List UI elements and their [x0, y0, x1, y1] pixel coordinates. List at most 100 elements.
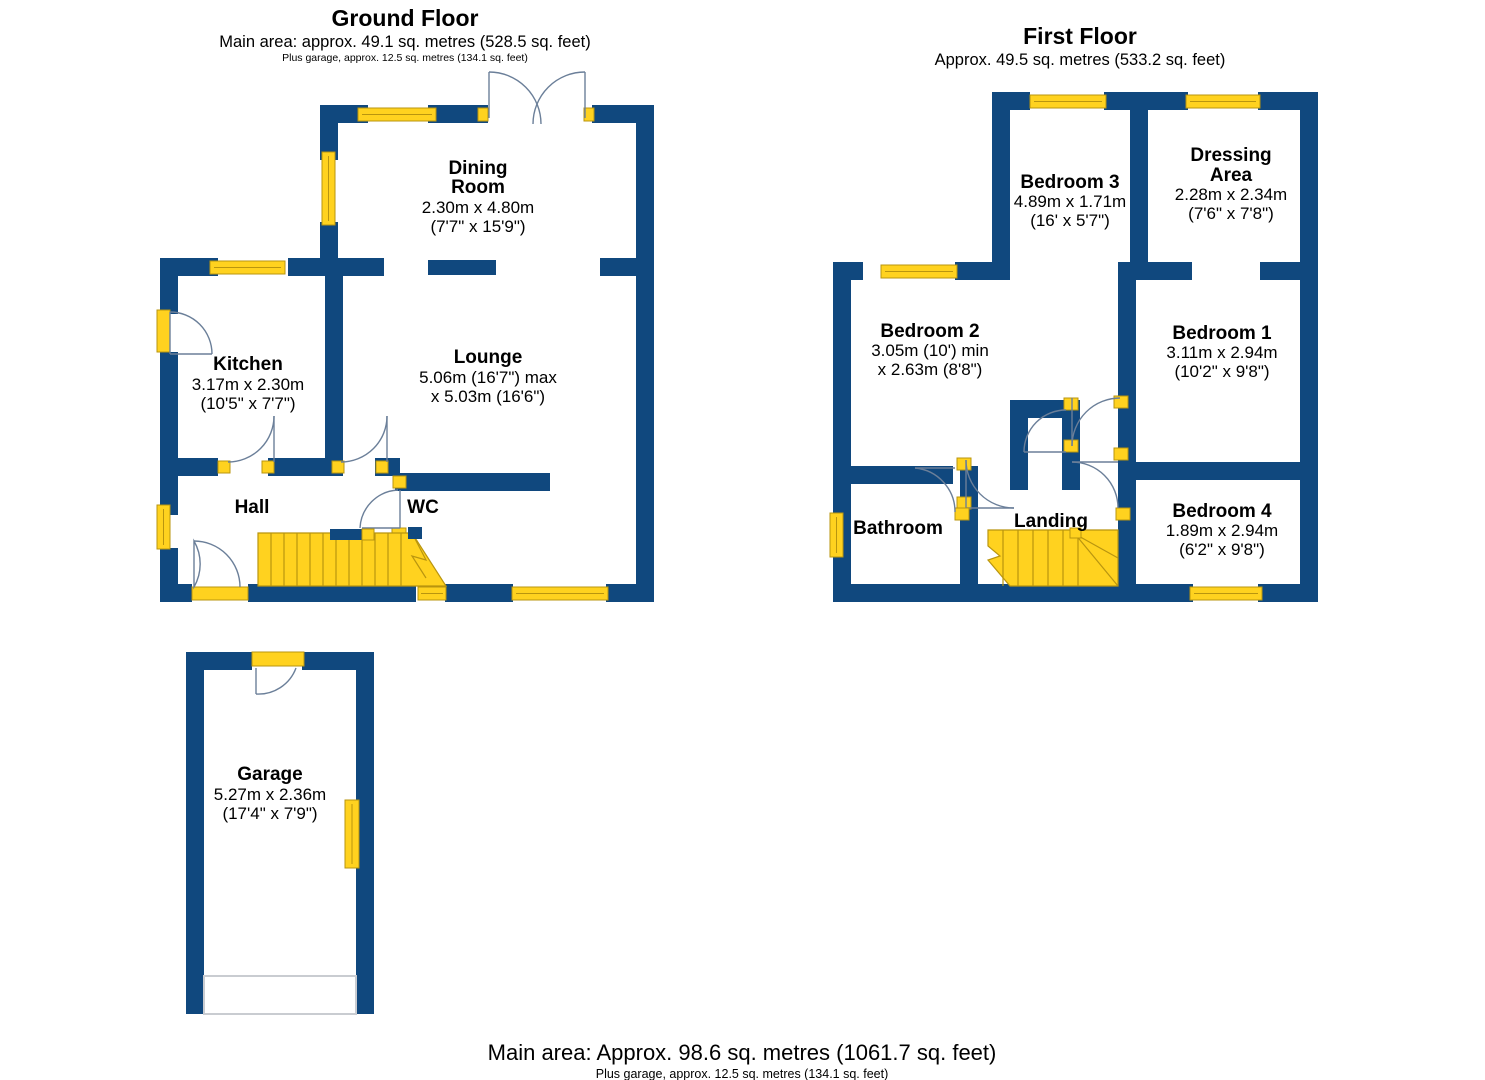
wall-dining-left-a	[320, 105, 338, 160]
garage-plan: Garage 5.27m x 2.36m (17'4" x 7'9")	[186, 651, 374, 1015]
ground-floor-subtitle: Main area: approx. 49.1 sq. metres (528.…	[219, 33, 590, 51]
wall-dress-top-left	[1166, 92, 1188, 110]
room-name-dining-line1: Dining	[448, 158, 507, 179]
room-dim-dining-imperial: (7'7" x 15'9")	[430, 217, 525, 236]
wall-dining-top-left2	[428, 105, 488, 123]
wall-bottom-d	[606, 584, 654, 602]
wall-ff-bottom-right	[1258, 584, 1318, 602]
door-jamb-dining-left	[477, 107, 489, 122]
room-dim-garage-metric: 5.27m x 2.36m	[214, 785, 326, 804]
door-bedroom3[interactable]	[1023, 397, 1079, 453]
label-garage: Garage 5.27m x 2.36m (17'4" x 7'9")	[214, 764, 326, 823]
wall-bottom-b	[248, 584, 416, 602]
room-dim-bedroom2-metric: 3.05m (10') min	[871, 341, 989, 360]
wall-kitchen-lounge-divider	[325, 258, 343, 476]
room-name-kitchen: Kitchen	[213, 354, 283, 375]
room-dim-dressing-metric: 2.28m x 2.34m	[1175, 185, 1287, 204]
label-bedroom2: Bedroom 2 3.05m (10') min x 2.63m (8'8")	[871, 321, 989, 379]
ground-floor-title: Ground Floor	[332, 5, 479, 31]
wall-bathroom-right-b	[960, 502, 978, 588]
wall-bed3-left	[992, 92, 1010, 264]
door-jamb-dining-right	[583, 107, 595, 122]
wall-lounge-partition-stub	[428, 260, 496, 275]
door-kitchen-hall[interactable]	[217, 415, 275, 474]
wall-bathroom-top	[833, 466, 953, 484]
label-bedroom4: Bedroom 4 1.89m x 2.94m (6'2" x 9'8")	[1166, 501, 1278, 559]
room-dim-dressing-imperial: (7'6" x 7'8")	[1188, 204, 1274, 223]
wall-ff-bottom-left	[833, 584, 1193, 602]
wall-landing-closet-top	[1010, 400, 1072, 418]
wall-garage-right-b	[356, 782, 374, 1014]
wall-bed2-right-lower	[1010, 400, 1028, 490]
window-hall-left	[156, 504, 171, 550]
room-dim-bedroom1-imperial: (10'2" x 9'8")	[1174, 362, 1269, 381]
wall-bed1-left	[1118, 262, 1136, 462]
window-bed4-bottom	[1189, 586, 1263, 601]
label-kitchen: Kitchen 3.17m x 2.30m (10'5" x 7'7")	[192, 354, 304, 413]
room-name-dressing-line1: Dressing	[1190, 145, 1271, 166]
wall-garage-bottom-right	[352, 996, 374, 1014]
wall-dress-bottom-left	[1130, 262, 1192, 280]
room-dim-bedroom2-imperial: x 2.63m (8'8")	[878, 360, 983, 379]
door-dining-patio[interactable]	[488, 71, 586, 125]
label-bedroom1: Bedroom 1 3.11m x 2.94m (10'2" x 9'8")	[1166, 323, 1277, 381]
label-bedroom3: Bedroom 3 4.89m x 1.71m (16' x 5'7")	[1014, 172, 1126, 230]
wall-garage-right-a	[356, 652, 374, 797]
room-dim-kitchen-metric: 3.17m x 2.30m	[192, 375, 304, 394]
wall-ff-right	[1300, 262, 1318, 602]
window-bathroom-left	[829, 512, 844, 558]
room-name-lounge: Lounge	[454, 347, 523, 368]
room-dim-dining-metric: 2.30m x 4.80m	[422, 198, 534, 217]
room-dim-bedroom1-metric: 3.11m x 2.94m	[1166, 343, 1277, 362]
wall-bed4-left	[1118, 478, 1136, 588]
wall-left-b	[160, 352, 178, 475]
garage-door[interactable]	[203, 975, 357, 1015]
door-bedroom1[interactable]	[1071, 395, 1129, 461]
room-dim-bedroom4-metric: 1.89m x 2.94m	[1166, 521, 1278, 540]
stair-landing-wall	[330, 529, 362, 540]
first-floor-subtitle: Approx. 49.5 sq. metres (533.2 sq. feet)	[935, 51, 1226, 69]
window-dining-top	[357, 107, 437, 122]
wall-right-upper	[636, 105, 654, 272]
door-bedroom2[interactable]	[956, 457, 1015, 510]
door-hall-lounge[interactable]	[331, 415, 389, 474]
room-name-hall: Hall	[235, 497, 270, 518]
door-kitchen-external[interactable]	[156, 309, 213, 355]
room-dim-garage-imperial: (17'4" x 7'9")	[222, 804, 317, 823]
door-front-entrance[interactable]	[191, 538, 249, 601]
wall-landing-closet-right2	[1062, 448, 1080, 490]
door-garage-side[interactable]	[251, 651, 305, 695]
wall-garage-left	[186, 652, 204, 1014]
window-bed2-top	[880, 264, 958, 279]
label-dining-room: Dining Room 2.30m x 4.80m (7'7" x 15'9")	[422, 158, 534, 236]
window-kitchen-top	[209, 260, 286, 275]
ground-floor-plan: Dining Room 2.30m x 4.80m (7'7" x 15'9")…	[156, 71, 654, 602]
door-bathroom[interactable]	[914, 467, 970, 521]
room-dim-bedroom3-imperial: (16' x 5'7")	[1030, 211, 1110, 230]
wall-right-lower	[636, 258, 654, 602]
window-hall-bottom	[417, 586, 447, 601]
label-lounge: Lounge 5.06m (16'7") max x 5.03m (16'6")	[419, 347, 557, 406]
first-floor-plan: Bedroom 3 4.89m x 1.71m (16' x 5'7") Dre…	[829, 92, 1318, 602]
footer-garage-note: Plus garage, approx. 12.5 sq. metres (13…	[596, 1067, 889, 1080]
window-dining-left	[321, 151, 336, 226]
wall-bottom-a	[160, 584, 192, 602]
wall-landing-closet-right	[1062, 400, 1080, 450]
room-name-landing: Landing	[1014, 511, 1088, 532]
room-name-bedroom2: Bedroom 2	[880, 321, 979, 342]
wall-dress-right	[1300, 92, 1318, 276]
wall-kitchen-bottom-b	[268, 458, 332, 476]
wall-bed3-right	[1130, 92, 1148, 264]
staircase-ground	[257, 527, 448, 587]
room-name-bedroom3: Bedroom 3	[1020, 172, 1119, 193]
wall-lounge-div-left	[338, 258, 384, 276]
room-name-bedroom1: Bedroom 1	[1172, 323, 1272, 344]
room-name-bedroom4: Bedroom 4	[1172, 501, 1272, 522]
room-name-dressing-line2: Area	[1210, 165, 1253, 186]
staircase-first	[986, 527, 1119, 587]
room-name-bathroom: Bathroom	[853, 518, 943, 539]
wall-hall-lounge-main	[398, 473, 550, 491]
room-dim-lounge-imperial: x 5.03m (16'6")	[431, 387, 545, 406]
door-bedroom4[interactable]	[1071, 461, 1131, 521]
